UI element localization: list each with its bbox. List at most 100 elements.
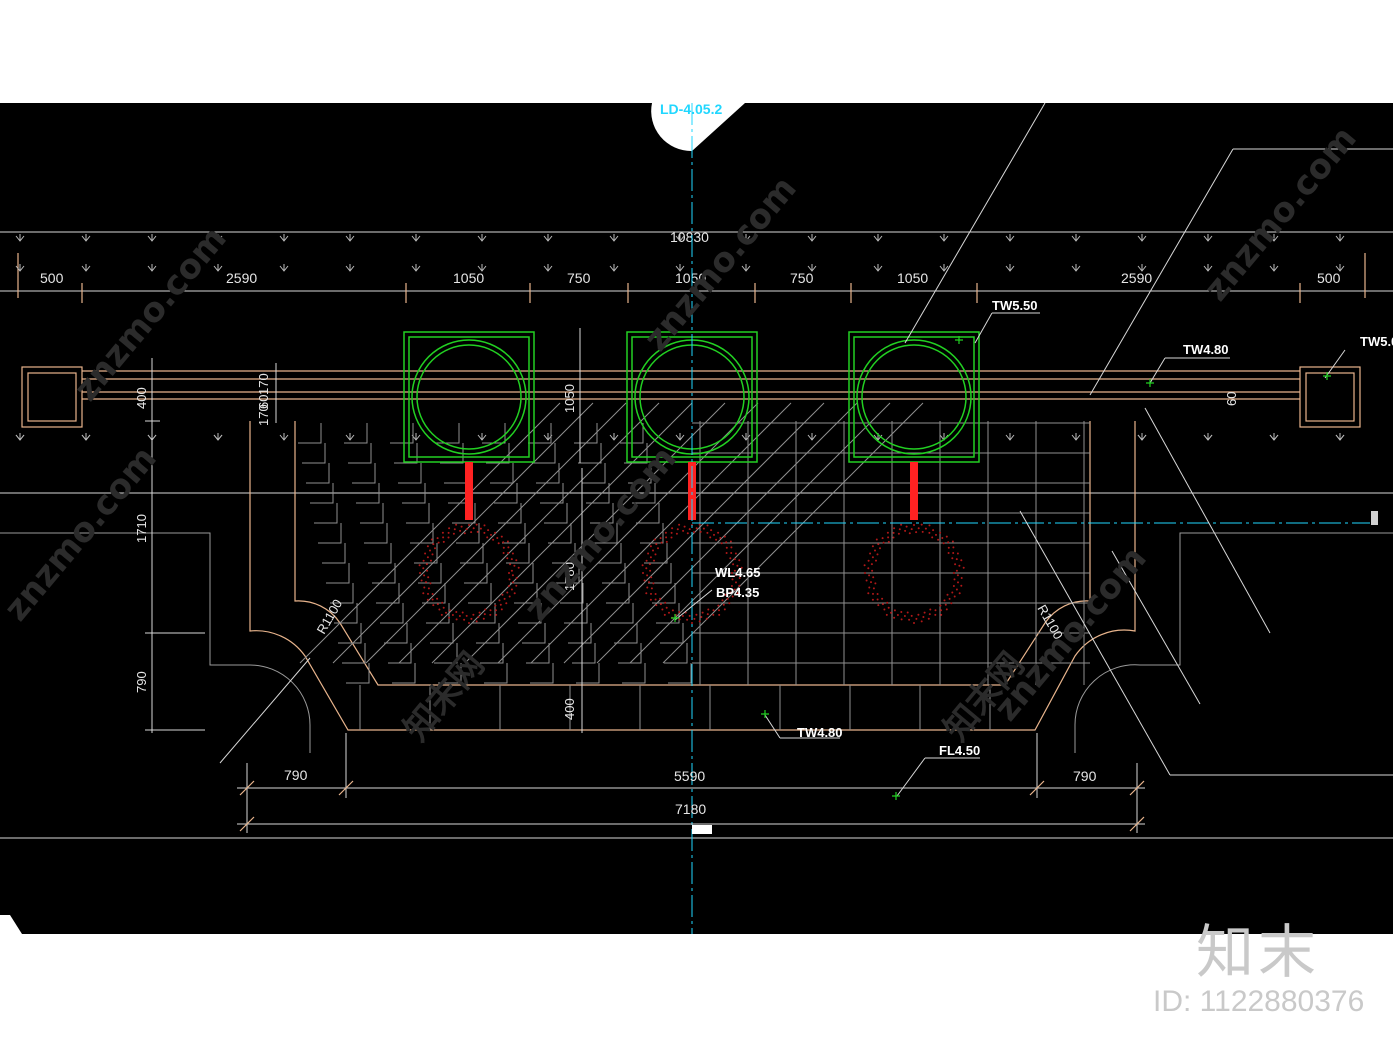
- plant-mark: [609, 234, 619, 242]
- splash-dot: [942, 542, 945, 545]
- splash-dot: [641, 564, 644, 567]
- dim-790-bottom-right: 790: [1073, 768, 1097, 784]
- splash-dot: [654, 593, 657, 595]
- plant-mark: [279, 264, 289, 272]
- splash-dot: [731, 595, 734, 598]
- label-water-level: WL4.65: [715, 565, 761, 580]
- splash-dot: [645, 559, 648, 562]
- plant-mark: [477, 433, 487, 441]
- planter-3: [848, 331, 980, 463]
- splash-dot: [452, 532, 455, 535]
- splash-dot: [442, 540, 445, 543]
- splash-dot: [643, 579, 646, 582]
- dim-1050-a: 1050: [453, 270, 484, 286]
- plant-mark: [1335, 234, 1345, 242]
- splash-dot: [740, 566, 743, 569]
- splash-dot: [705, 617, 708, 620]
- dim-5590-bottom: 5590: [674, 768, 705, 784]
- splash-dot: [893, 527, 896, 530]
- splash-dot: [947, 541, 950, 544]
- splash-dot: [434, 547, 436, 550]
- splash-dot: [931, 536, 934, 539]
- splash-dot: [864, 572, 866, 574]
- splash-dot: [647, 552, 650, 555]
- splash-dot: [425, 563, 428, 566]
- dim-400-vertical: 400: [134, 387, 149, 409]
- splash-dot: [678, 611, 681, 613]
- splash-dot: [725, 546, 728, 549]
- splash-dot: [733, 569, 736, 572]
- splash-dot: [483, 531, 486, 534]
- paving-grid-right: [359, 421, 1090, 730]
- splash-dot: [726, 597, 729, 600]
- splash-dot: [431, 598, 434, 601]
- splash-dot: [502, 546, 505, 549]
- section-ref-label: LD-4.05.2: [660, 103, 722, 117]
- splash-dot: [686, 532, 689, 535]
- splash-dot: [951, 557, 954, 560]
- splash-dot: [695, 527, 698, 530]
- splash-dot: [513, 564, 516, 567]
- splash-dot: [723, 535, 726, 538]
- splash-dot: [649, 598, 652, 601]
- top-dim-ticks: [17, 253, 1366, 303]
- splash-dot: [960, 577, 963, 579]
- splash-dot: [671, 609, 674, 612]
- dim-1050-b: 1050: [675, 270, 706, 286]
- dim-60-a: 60: [256, 395, 271, 409]
- splash-dot: [908, 532, 911, 535]
- splash-dot: [455, 611, 458, 613]
- splash-dot: [915, 531, 918, 534]
- splash-dot: [510, 558, 513, 561]
- splash-dot: [463, 618, 466, 621]
- splash-dot: [501, 593, 504, 596]
- splash-dot: [922, 616, 925, 618]
- splash-dot: [686, 618, 689, 621]
- splash-dot: [665, 606, 668, 609]
- dim-post-height: 1050: [562, 384, 577, 413]
- splash-dot: [706, 613, 709, 616]
- plant-mark: [741, 234, 751, 242]
- splash-dot: [517, 566, 520, 569]
- splash-dot: [453, 528, 456, 531]
- splash-dot: [715, 538, 718, 541]
- splash-dot: [442, 536, 445, 539]
- splash-dot: [728, 602, 731, 605]
- splash-dot: [906, 611, 909, 614]
- axis-marker: [692, 825, 712, 834]
- splash-dot: [885, 613, 888, 616]
- plant-mark: [345, 234, 355, 242]
- plant-mark: [411, 264, 421, 272]
- splash-dot: [455, 523, 458, 526]
- plant-mark: [1269, 264, 1279, 272]
- plant-mark: [939, 264, 949, 272]
- splash-dot: [876, 598, 879, 601]
- paving-step-row: [334, 603, 680, 624]
- plant-mark: [81, 234, 91, 242]
- splash-dot: [436, 597, 439, 600]
- splash-dot: [515, 584, 518, 587]
- splash-dot: [645, 567, 648, 570]
- splash-dot: [950, 602, 953, 605]
- plant-mark: [609, 264, 619, 272]
- splash-dot: [664, 531, 667, 534]
- splash-dot: [897, 532, 900, 535]
- splash-dot: [876, 553, 879, 556]
- splash-dot: [515, 577, 518, 579]
- splash-dot: [883, 608, 886, 611]
- splash-dot: [483, 613, 486, 616]
- paving-diagonal: [596, 402, 858, 664]
- splash-dot: [709, 536, 712, 539]
- planter-1: [403, 331, 535, 463]
- splash-dot: [645, 592, 648, 595]
- splash-dot: [946, 593, 949, 596]
- left-dim-texts: 400 1710 790 170 60 170 1050 1780 400 60…: [134, 373, 1239, 720]
- splash-dot: [934, 609, 937, 612]
- splash-dot: [893, 609, 896, 612]
- splash-dot: [701, 611, 704, 614]
- paving-step-row: [314, 503, 660, 524]
- splash-dot: [915, 617, 918, 620]
- dim-overall-width: 10830: [670, 229, 709, 245]
- splash-dot: [649, 556, 652, 559]
- splash-dot: [872, 592, 874, 595]
